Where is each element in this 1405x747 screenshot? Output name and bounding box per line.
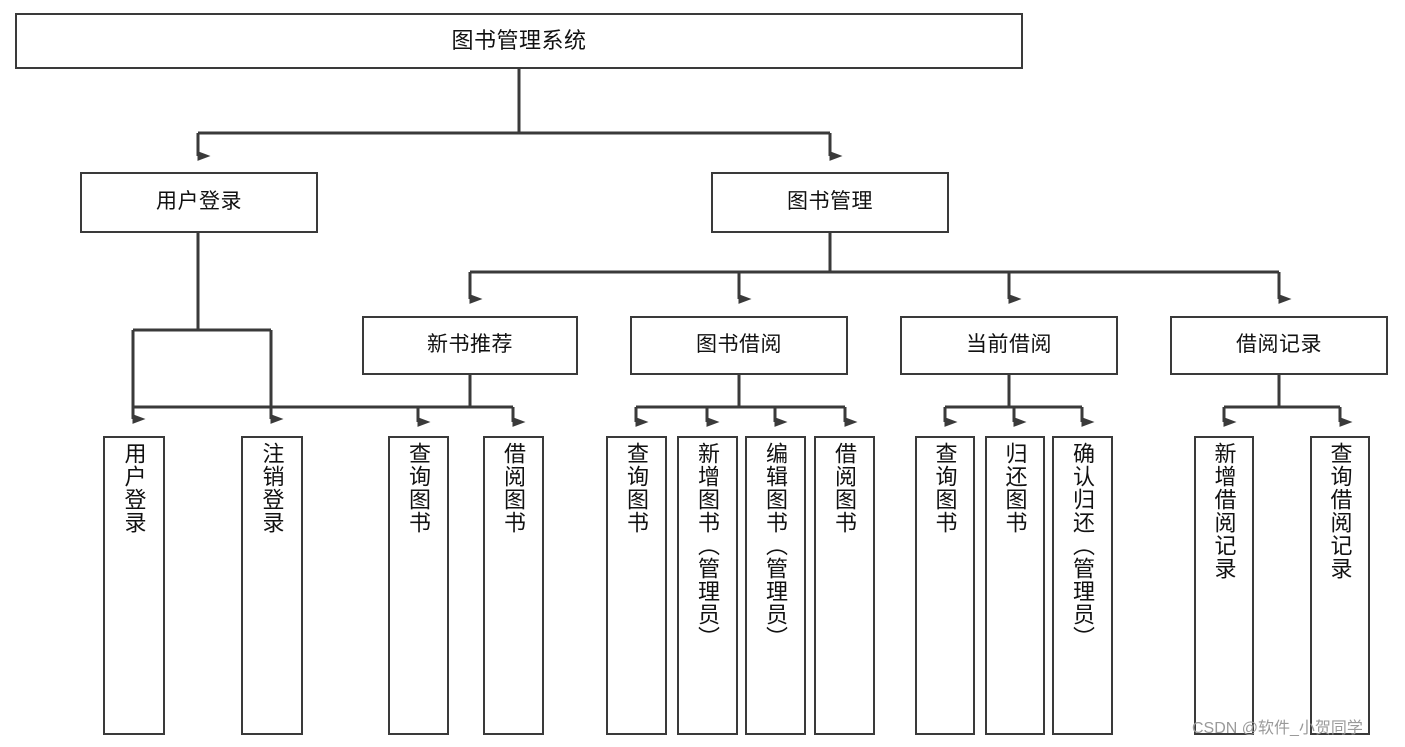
node-leaf-logout-label: 注销登录 bbox=[259, 442, 285, 534]
node-book-borrow-label: 图书借阅 bbox=[696, 333, 782, 357]
node-root-label: 图书管理系统 bbox=[451, 28, 587, 54]
node-leaf-query-record-label: 查询借阅记录 bbox=[1327, 442, 1353, 580]
node-leaf-query-book-1[interactable]: 查询图书 bbox=[388, 436, 449, 735]
node-book-borrow[interactable]: 图书借阅 bbox=[630, 316, 848, 375]
node-leaf-logout[interactable]: 注销登录 bbox=[241, 436, 303, 735]
node-user-login[interactable]: 用户登录 bbox=[80, 172, 318, 233]
node-leaf-user-login-label: 用户登录 bbox=[121, 442, 147, 534]
node-leaf-add-record-label: 新增借阅记录 bbox=[1211, 442, 1237, 580]
node-leaf-borrow-book-1-label: 借阅图书 bbox=[501, 442, 527, 534]
node-leaf-return-book[interactable]: 归还图书 bbox=[985, 436, 1045, 735]
node-user-login-label: 用户登录 bbox=[156, 190, 242, 214]
node-book-management-label: 图书管理 bbox=[787, 190, 873, 214]
node-borrow-record[interactable]: 借阅记录 bbox=[1170, 316, 1388, 375]
node-leaf-confirm-return[interactable]: 确认归还（管理员） bbox=[1052, 436, 1113, 735]
node-root[interactable]: 图书管理系统 bbox=[15, 13, 1023, 69]
node-leaf-query-book-2[interactable]: 查询图书 bbox=[606, 436, 667, 735]
node-leaf-borrow-book-2-label: 借阅图书 bbox=[832, 442, 858, 534]
node-leaf-borrow-book-2[interactable]: 借阅图书 bbox=[814, 436, 875, 735]
node-leaf-query-book-2-label: 查询图书 bbox=[624, 442, 650, 534]
node-leaf-confirm-return-label: 确认归还（管理员） bbox=[1070, 442, 1096, 649]
node-current-borrow[interactable]: 当前借阅 bbox=[900, 316, 1118, 375]
node-leaf-query-book-1-label: 查询图书 bbox=[406, 442, 432, 534]
node-leaf-user-login[interactable]: 用户登录 bbox=[103, 436, 165, 735]
node-leaf-return-book-label: 归还图书 bbox=[1002, 442, 1028, 534]
node-borrow-record-label: 借阅记录 bbox=[1236, 333, 1322, 357]
node-leaf-query-record[interactable]: 查询借阅记录 bbox=[1310, 436, 1370, 735]
node-leaf-query-book-3[interactable]: 查询图书 bbox=[915, 436, 975, 735]
node-leaf-add-book-label: 新增图书（管理员） bbox=[695, 442, 721, 649]
node-new-book-recommend[interactable]: 新书推荐 bbox=[362, 316, 578, 375]
node-current-borrow-label: 当前借阅 bbox=[966, 333, 1052, 357]
node-leaf-edit-book[interactable]: 编辑图书（管理员） bbox=[745, 436, 806, 735]
node-leaf-add-record[interactable]: 新增借阅记录 bbox=[1194, 436, 1254, 735]
watermark-text: CSDN @软件_小贺同学 bbox=[1192, 720, 1363, 737]
node-leaf-query-book-3-label: 查询图书 bbox=[932, 442, 958, 534]
node-leaf-edit-book-label: 编辑图书（管理员） bbox=[763, 442, 789, 649]
node-new-book-recommend-label: 新书推荐 bbox=[427, 333, 513, 357]
node-book-management[interactable]: 图书管理 bbox=[711, 172, 949, 233]
node-leaf-add-book[interactable]: 新增图书（管理员） bbox=[677, 436, 738, 735]
node-leaf-borrow-book-1[interactable]: 借阅图书 bbox=[483, 436, 544, 735]
